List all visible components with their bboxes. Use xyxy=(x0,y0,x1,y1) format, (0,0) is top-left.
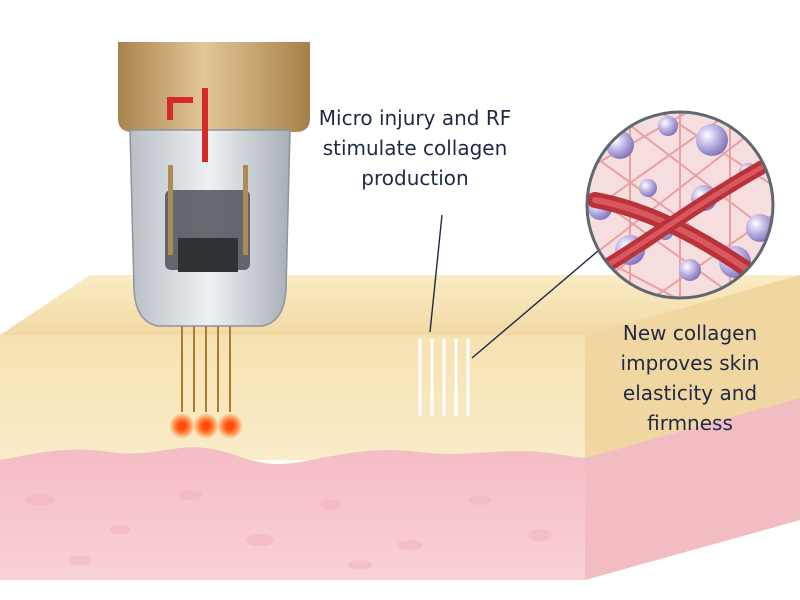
electrode-chip xyxy=(178,238,238,272)
handpiece-pins xyxy=(168,165,248,255)
micro-channels xyxy=(418,338,470,417)
dermis-layer xyxy=(0,447,585,580)
annotation-line: New collagen xyxy=(622,321,758,345)
annotation-line: improves skin xyxy=(620,351,760,375)
rf-heat-spots xyxy=(169,413,243,439)
rf-heat-core xyxy=(225,421,235,431)
collagen-magnifier-icon xyxy=(585,110,775,300)
dermis-right-face xyxy=(585,398,800,580)
annotation-micro-injury: Micro injury and RF stimulate collagen p… xyxy=(300,103,530,193)
rf-heat-core xyxy=(177,421,187,431)
indicator-arrow-icon xyxy=(167,88,208,162)
pointer-line-collagen xyxy=(471,244,606,359)
annotation-line: production xyxy=(361,166,469,190)
pointer-line-injury xyxy=(429,214,443,333)
microneedle-array-icon xyxy=(181,326,231,412)
annotation-new-collagen: New collagen improves skin elasticity an… xyxy=(595,318,785,438)
annotation-line: Micro injury and RF xyxy=(318,106,512,130)
handpiece-icon xyxy=(118,42,310,412)
epidermis-layer xyxy=(0,335,585,460)
rf-heat-core xyxy=(201,421,211,431)
annotation-line: elasticity and xyxy=(622,381,758,405)
annotation-line: stimulate collagen xyxy=(322,136,508,160)
dermis-texture xyxy=(26,490,552,570)
handpiece-gold-body xyxy=(118,42,310,132)
annotation-line: firmness xyxy=(647,411,733,435)
